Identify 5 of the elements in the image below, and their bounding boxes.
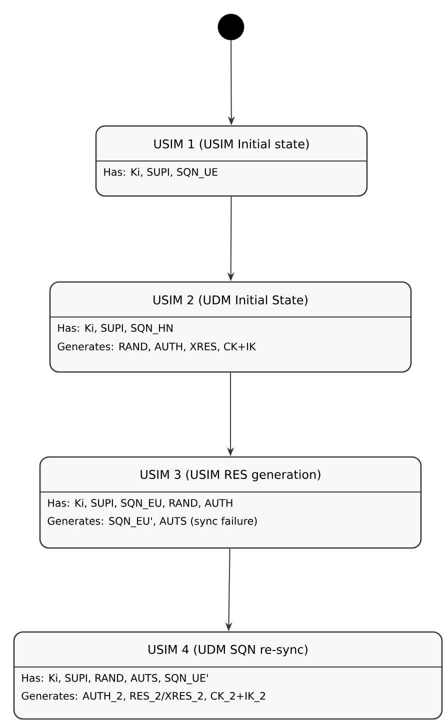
- state-box: USIM 2 (UDM Initial State) Has: Ki, SUPI, SQN_HN Generates: RAND, AUTH, XRES, CK+IK: [49, 281, 412, 373]
- start-dot: [218, 14, 244, 40]
- state-box: USIM 4 (UDM SQN re-sync) Has: Ki, SUPI, RAND, AUTS, SQN_UE' Generates: AUTH_2, RES_2/XRES_2, CK_2+IK_2: [13, 631, 443, 720]
- state-box: USIM 1 (USIM Initial state) Has: Ki, SUPI, SQN_UE: [95, 125, 368, 197]
- state-box: USIM 3 (USIM RES generation) Has: Ki, SUPI, SQN_EU, RAND, AUTH Generates: SQN_EU', AUTS (sync failure): [39, 456, 422, 549]
